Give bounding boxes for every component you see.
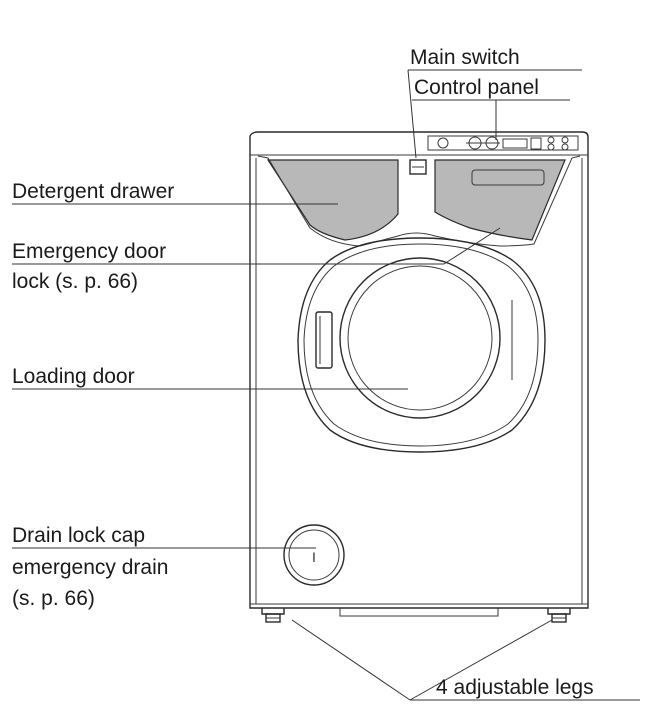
- right-fascia-panel: [434, 159, 566, 241]
- label-drain-lock-cap-2: emergency drain: [12, 556, 168, 579]
- adjustable-legs: [261, 608, 571, 623]
- loading-door: [297, 237, 546, 453]
- label-loading-door: Loading door: [12, 365, 135, 388]
- machine-cabinet: [249, 155, 589, 609]
- drain-lock-cap: I: [283, 524, 345, 586]
- control-panel: [427, 135, 579, 151]
- label-emergency-door-lock-1: Emergency door: [12, 240, 166, 263]
- label-emergency-door-lock-2: lock (s. p. 66): [12, 270, 138, 293]
- drain-cap-mark: I: [312, 549, 316, 565]
- label-control-panel: Control panel: [414, 76, 539, 99]
- machine-illustration: I: [249, 131, 589, 623]
- label-adjustable-legs: 4 adjustable legs: [436, 676, 594, 699]
- machine-top: [249, 131, 589, 155]
- label-drain-lock-cap-3: (s. p. 66): [12, 587, 95, 610]
- leader-lines: [12, 69, 640, 701]
- detergent-drawer-panel: [266, 159, 399, 241]
- label-drain-lock-cap-1: Drain lock cap: [12, 524, 145, 547]
- main-switch: [409, 159, 427, 175]
- label-main-switch: Main switch: [410, 46, 520, 69]
- label-detergent-drawer: Detergent drawer: [12, 180, 174, 203]
- door-handle: [315, 311, 333, 369]
- display-window: [471, 169, 545, 186]
- callout-labels: Main switch Control panel Detergent draw…: [12, 46, 594, 699]
